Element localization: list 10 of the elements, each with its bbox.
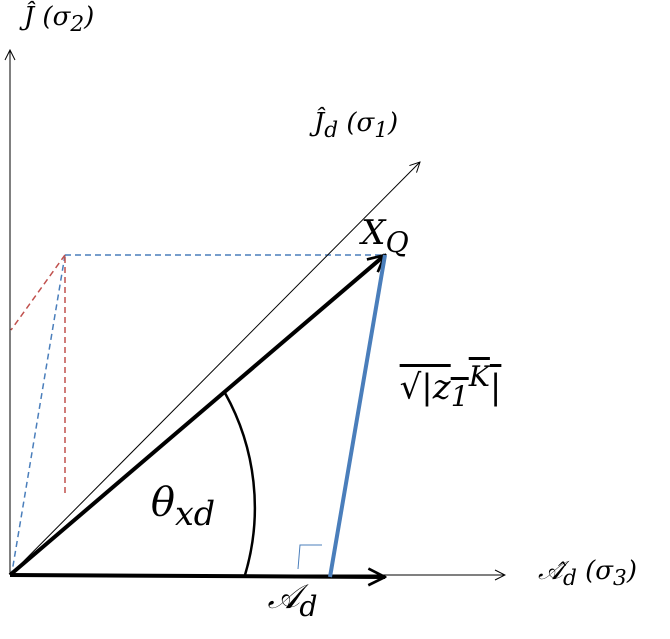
axis-label: Ĵ (σ$_{2}$) [0,2,118,50]
axis-label: 𝒜̂$_{d}$ (σ$_{3}$) [505,556,670,604]
edge-label: √|z$_{1}$$^{K}$| [398,360,502,416]
vector-label: X$_{Q}$ [350,213,420,255]
vector-label: 𝒜$_{d}$ [255,577,390,627]
arrow [10,567,386,587]
angle-label: θ$_{xd}$ [150,480,216,535]
arrow [4,50,16,576]
line [328,254,387,578]
axis-label: Ĵ$_{d}$ (σ$_{1}$) [282,108,430,162]
